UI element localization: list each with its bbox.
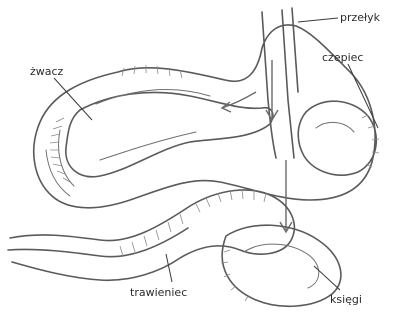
omasum-region [221,225,341,306]
label-abomasum: trawieniec [130,286,187,299]
leader-abomasum [166,254,172,282]
label-reticulum: czepiec [322,51,363,64]
label-omasum: księgi [330,293,362,306]
abomasum-region [8,189,294,280]
leader-esophagus [298,18,338,22]
label-rumen: żwacz [30,65,64,78]
leader-rumen [54,78,92,120]
esophagus-region [222,8,298,232]
label-esophagus: przełyk [340,11,381,24]
reticulum-region [298,101,379,175]
leader-reticulum [348,64,378,128]
